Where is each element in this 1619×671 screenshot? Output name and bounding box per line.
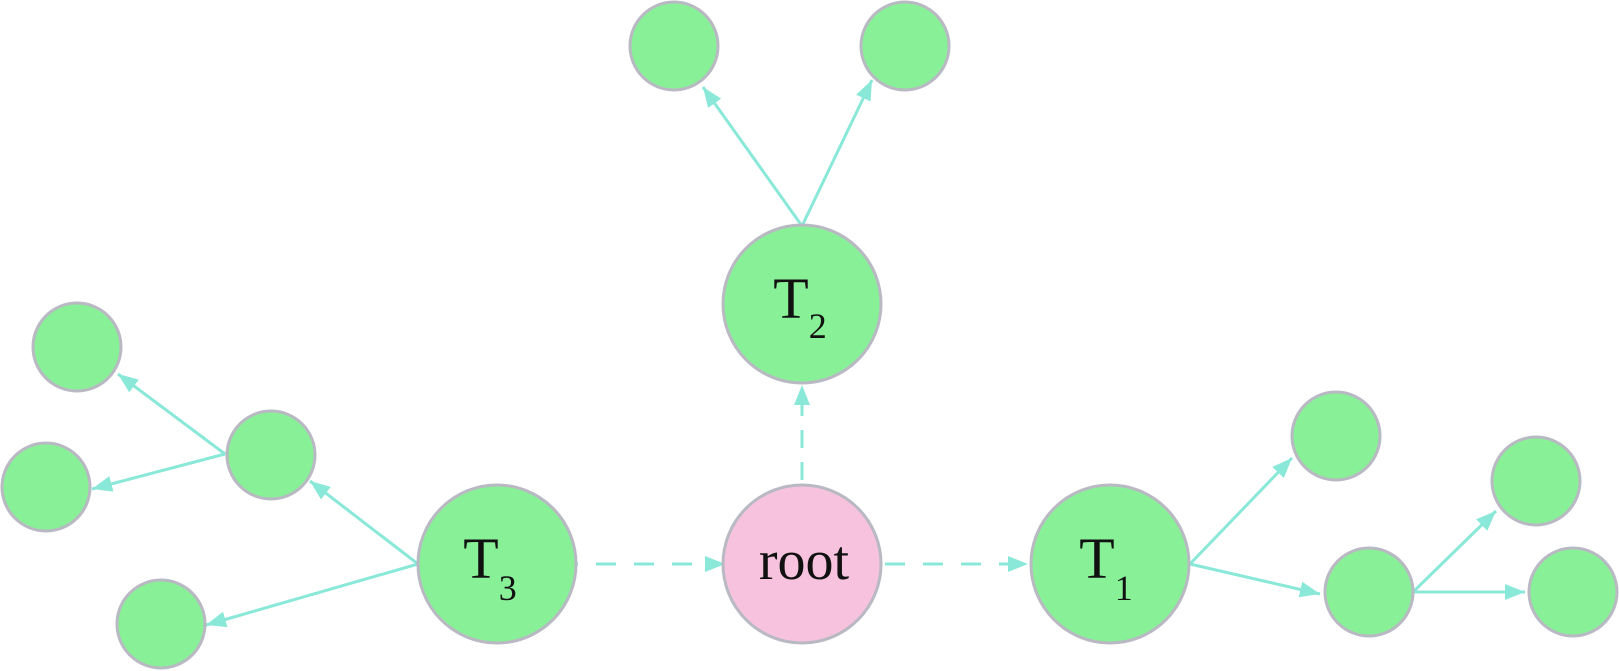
node-t2-child-left	[628, 0, 720, 92]
edge-lower-right-to-top	[1411, 509, 1498, 594]
svg-text:T3: T3	[463, 526, 516, 608]
node-t2-subscript: 2	[809, 306, 827, 346]
edge-t1-to-lower-right	[1189, 562, 1321, 598]
edge-t3-to-bottom-left	[205, 562, 419, 628]
node-t2-child-right	[859, 0, 951, 92]
node-t2-letter: T	[773, 266, 808, 331]
edge-t1-to-upper-right	[1188, 456, 1294, 566]
node-t1-subchild-right	[1527, 546, 1619, 638]
node-t3-child-bottom	[115, 578, 207, 670]
edge-t2-to-top-left	[701, 86, 804, 227]
edge-mid-left-to-upper-left	[117, 372, 226, 456]
node-t3-child-mid	[225, 409, 317, 501]
node-t1-child-upper	[1290, 390, 1382, 482]
node-root: root	[721, 483, 883, 645]
svg-text:T1: T1	[1079, 526, 1132, 608]
node-t3-letter: T	[463, 526, 498, 591]
edge-mid-left-to-far-left	[91, 452, 226, 492]
node-t3: T3	[416, 483, 578, 645]
node-t1-subchild-top	[1490, 435, 1582, 527]
edge-t2-to-top-right	[800, 79, 874, 227]
node-t1-letter: T	[1079, 526, 1114, 591]
node-t2: T2	[721, 223, 883, 385]
node-t3-subscript: 3	[499, 568, 517, 608]
svg-text:T2: T2	[773, 266, 826, 346]
node-root-label: root	[759, 530, 850, 592]
edge-t3-to-mid-left	[309, 479, 419, 566]
node-t1-child-lower	[1323, 546, 1415, 638]
edges	[91, 79, 1525, 628]
node-t3-subchild-far-left	[0, 441, 92, 533]
node-t1-subscript: 1	[1115, 568, 1133, 608]
node-t1: T1	[1029, 483, 1191, 645]
node-t3-subchild-upper	[31, 301, 123, 393]
